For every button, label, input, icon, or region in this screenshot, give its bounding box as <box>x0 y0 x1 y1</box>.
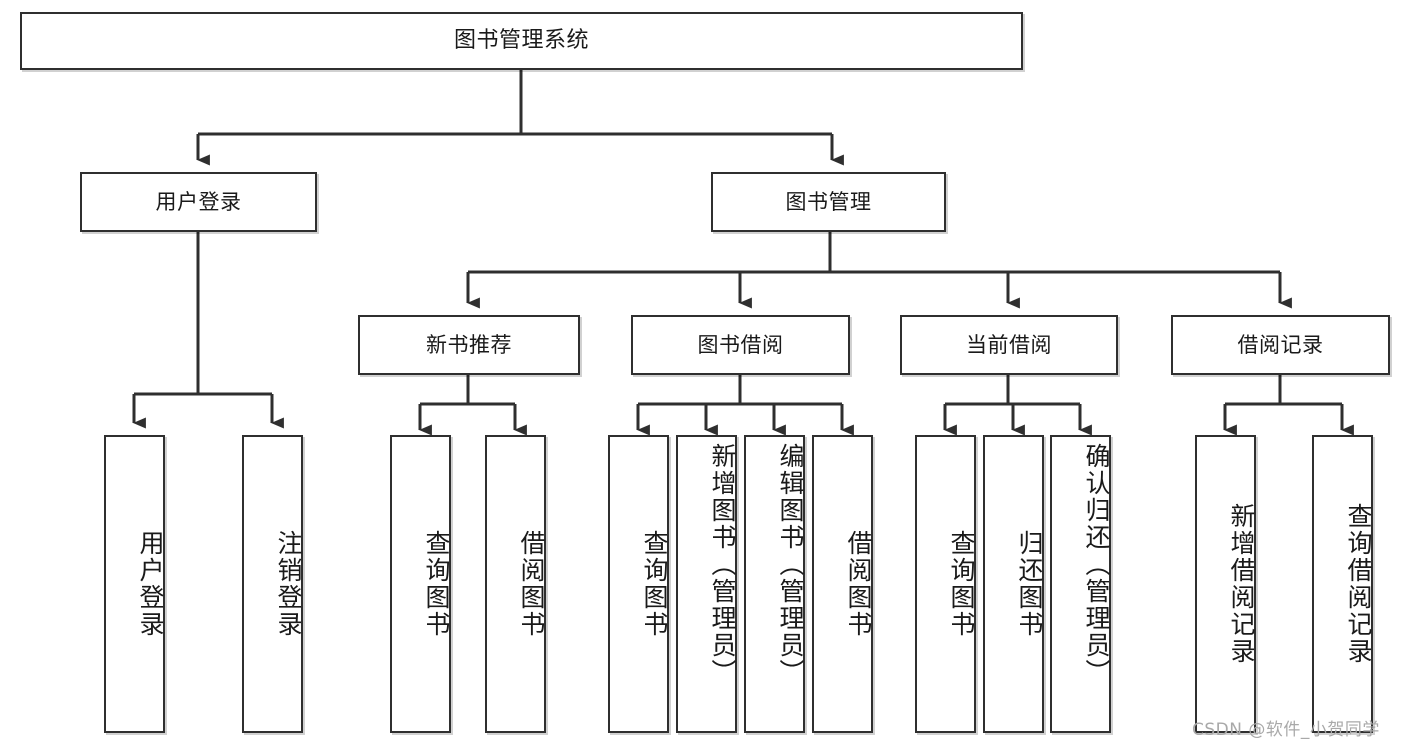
leaf-user-login-label: 用户登录 <box>136 530 165 638</box>
node-borrow-record-label: 借阅记录 <box>1237 332 1324 357</box>
leaf-query-record-label: 查询借阅记录 <box>1344 503 1373 665</box>
node-user-login-label: 用户登录 <box>155 189 242 214</box>
leaf-query-book-3[interactable]: 查询图书 <box>915 435 976 733</box>
leaf-query-book-2[interactable]: 查询图书 <box>608 435 669 733</box>
node-root-label: 图书管理系统 <box>453 28 589 54</box>
leaf-query-record[interactable]: 查询借阅记录 <box>1312 435 1373 733</box>
leaf-add-book[interactable]: 新增图书（管理员） <box>676 435 737 733</box>
leaf-logout[interactable]: 注销登录 <box>242 435 303 733</box>
leaf-borrow-book-2-label: 借阅图书 <box>844 530 873 638</box>
node-user-login[interactable]: 用户登录 <box>80 172 317 232</box>
leaf-add-record[interactable]: 新增借阅记录 <box>1195 435 1256 733</box>
leaf-edit-book[interactable]: 编辑图书（管理员） <box>744 435 805 733</box>
node-root[interactable]: 图书管理系统 <box>20 12 1023 70</box>
leaf-user-login[interactable]: 用户登录 <box>104 435 165 733</box>
node-book-borrow[interactable]: 图书借阅 <box>631 315 850 375</box>
leaf-borrow-book-1[interactable]: 借阅图书 <box>485 435 546 733</box>
leaf-borrow-book-1-label: 借阅图书 <box>517 530 546 638</box>
leaf-query-book-1[interactable]: 查询图书 <box>390 435 451 733</box>
leaf-logout-label: 注销登录 <box>274 530 303 638</box>
node-book-manage[interactable]: 图书管理 <box>711 172 946 232</box>
leaf-add-book-label: 新增图书（管理员） <box>708 443 737 686</box>
leaf-query-book-3-label: 查询图书 <box>947 530 976 638</box>
node-book-manage-label: 图书管理 <box>785 189 872 214</box>
leaf-add-record-label: 新增借阅记录 <box>1227 503 1256 665</box>
node-new-book-rec[interactable]: 新书推荐 <box>358 315 580 375</box>
node-book-borrow-label: 图书借阅 <box>697 332 784 357</box>
leaf-confirm-return[interactable]: 确认归还（管理员） <box>1050 435 1111 733</box>
csdn-watermark: CSDN @软件_小贺同学 <box>1192 720 1380 740</box>
leaf-confirm-return-label: 确认归还（管理员） <box>1082 443 1111 686</box>
node-borrow-record[interactable]: 借阅记录 <box>1171 315 1390 375</box>
node-current-borrow[interactable]: 当前借阅 <box>900 315 1118 375</box>
leaf-query-book-2-label: 查询图书 <box>640 530 669 638</box>
leaf-edit-book-label: 编辑图书（管理员） <box>776 443 805 686</box>
leaf-return-book-label: 归还图书 <box>1015 530 1044 638</box>
leaf-borrow-book-2[interactable]: 借阅图书 <box>812 435 873 733</box>
leaf-return-book[interactable]: 归还图书 <box>983 435 1044 733</box>
node-current-borrow-label: 当前借阅 <box>966 332 1052 357</box>
leaf-query-book-1-label: 查询图书 <box>422 530 451 638</box>
node-new-book-rec-label: 新书推荐 <box>426 332 512 357</box>
